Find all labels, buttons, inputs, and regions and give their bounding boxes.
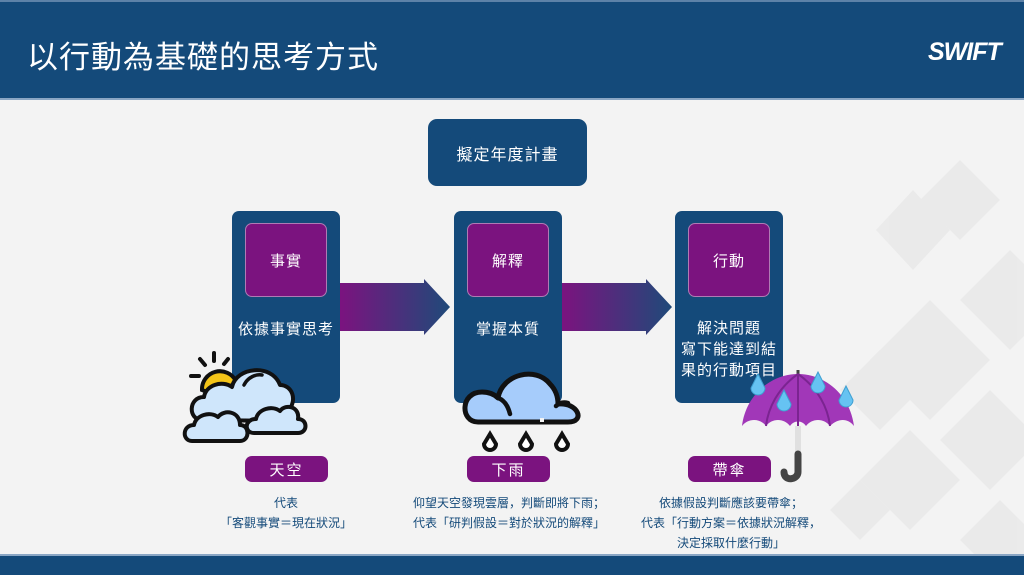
interpretation-heading-box: 解釋	[467, 223, 549, 297]
action-description-line: 果的行動項目	[680, 361, 777, 379]
rain-tag: 下雨	[467, 456, 550, 482]
cloud-sun-icon	[182, 351, 308, 443]
caption-line: 代表	[273, 496, 298, 510]
sky-caption: 代表 「客觀事實＝現在狀況」	[216, 493, 356, 533]
caption-line: 依據假設判斷應該要帶傘；	[658, 496, 803, 510]
arrow-right-icon	[562, 279, 672, 335]
umbrella-icon	[742, 370, 854, 483]
caption-line: 代表「行動方案＝依據狀況解釋，	[640, 516, 821, 530]
annual-plan-box: 擬定年度計畫	[428, 119, 587, 186]
caption-line: 「客觀事實＝現在狀況」	[219, 516, 352, 530]
umbrella-caption: 依據假設判斷應該要帶傘； 代表「行動方案＝依據狀況解釋， 決定採取什麼行動」	[626, 493, 836, 553]
action-column-card: 行動 解決問題 寫下能達到結 果的行動項目	[675, 211, 783, 403]
page-title: 以行動為基礎的思考方式	[27, 40, 379, 76]
rain-cloud-icon	[462, 371, 581, 452]
fact-column-card: 事實 依據事實思考	[232, 211, 340, 403]
rain-caption: 仰望天空發現雲層，判斷即將下雨； 代表「研判假設＝對於狀況的解釋」	[399, 493, 619, 533]
fact-heading-box: 事實	[245, 223, 327, 297]
fact-description: 依據事實思考	[237, 320, 334, 338]
header-bar: 以行動為基礎的思考方式 SWIFT	[0, 0, 1024, 100]
footer-bar	[0, 554, 1024, 575]
sky-tag: 天空	[245, 456, 328, 482]
swift-logo: SWIFT	[928, 38, 1002, 66]
action-heading-box: 行動	[688, 223, 770, 297]
caption-line: 決定採取什麼行動」	[676, 536, 785, 550]
action-description-line: 寫下能達到結	[680, 340, 777, 358]
umbrella-tag: 帶傘	[688, 456, 771, 482]
caption-line: 仰望天空發現雲層，判斷即將下雨；	[412, 496, 605, 510]
interpretation-column-card: 解釋 掌握本質	[454, 211, 562, 403]
action-description: 解決問題 寫下能達到結 果的行動項目	[675, 318, 783, 381]
caption-line: 代表「研判假設＝對於狀況的解釋」	[412, 516, 605, 530]
action-description-line: 解決問題	[696, 319, 761, 337]
interpretation-description: 掌握本質	[475, 320, 540, 338]
arrow-right-icon	[340, 279, 450, 335]
